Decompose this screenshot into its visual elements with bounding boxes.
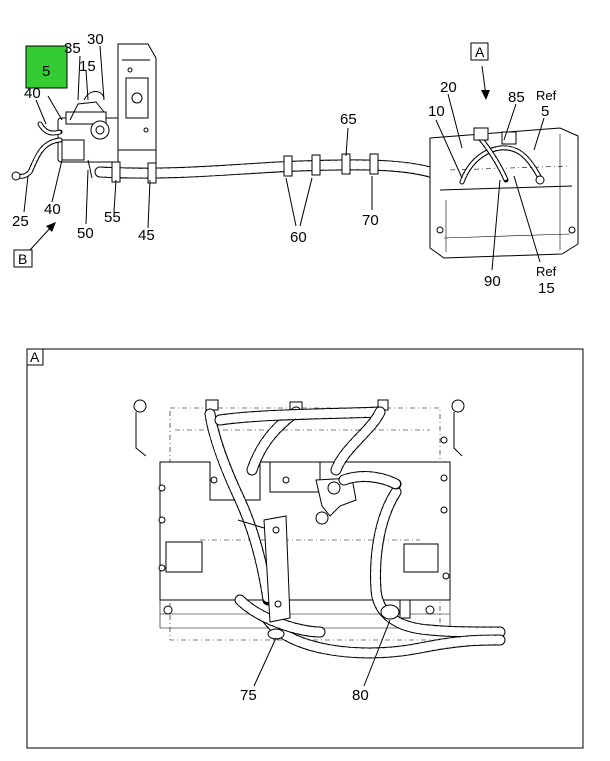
callout-25: 25 [12, 213, 29, 230]
callout-75: 75 [240, 687, 257, 704]
callout-30: 30 [87, 31, 104, 48]
callout-55: 55 [104, 209, 121, 226]
main-harness [94, 159, 436, 179]
highlight-label: 5 [42, 63, 50, 80]
highlighted-callout-5[interactable]: 5 [25, 45, 68, 89]
callout-ref5-label: Ref [536, 88, 557, 103]
overview-view: 5 35 30 15 40 25 40 50 55 45 60 65 70 20… [11, 31, 579, 297]
callout-60: 60 [290, 229, 307, 246]
left-component-assembly [11, 91, 121, 181]
callout-20: 20 [440, 79, 457, 96]
detail-frame-label: A [30, 349, 40, 365]
callout-65: 65 [340, 111, 357, 128]
view-marker-a-label: A [475, 44, 485, 60]
vertical-clamp-bracket [237, 515, 411, 640]
callout-50: 50 [77, 225, 94, 242]
callout-80: 80 [352, 687, 369, 704]
detail-view-a: A [26, 348, 584, 749]
firewall-bracket [117, 43, 157, 179]
harness-clips [111, 153, 379, 184]
callout-ref15-number: 15 [538, 280, 555, 297]
callout-ref5-number: 5 [541, 103, 549, 120]
callout-10: 10 [428, 103, 445, 120]
overview-callouts: 35 30 15 40 25 40 50 55 45 60 65 70 20 1… [12, 31, 557, 297]
highlight-box[interactable] [25, 45, 68, 89]
callout-40-top: 40 [24, 85, 41, 102]
callout-85: 85 [508, 89, 525, 106]
callout-45: 45 [138, 227, 155, 244]
view-marker-b-label: B [18, 251, 27, 267]
callout-35: 35 [64, 40, 81, 57]
view-marker-b[interactable]: B [13, 249, 33, 268]
detail-frame [26, 348, 584, 749]
callout-40-bottom: 40 [44, 201, 61, 218]
callout-70: 70 [362, 212, 379, 229]
view-marker-a[interactable]: A [470, 42, 489, 61]
callout-ref15-label: Ref [536, 264, 557, 279]
detail-leaders [253, 619, 391, 687]
battery-box [429, 127, 579, 259]
overview-leaders [23, 45, 545, 271]
battery-tray [133, 399, 465, 641]
center-bracket [315, 477, 357, 525]
callout-90: 90 [484, 273, 501, 290]
callout-15: 15 [79, 58, 96, 75]
